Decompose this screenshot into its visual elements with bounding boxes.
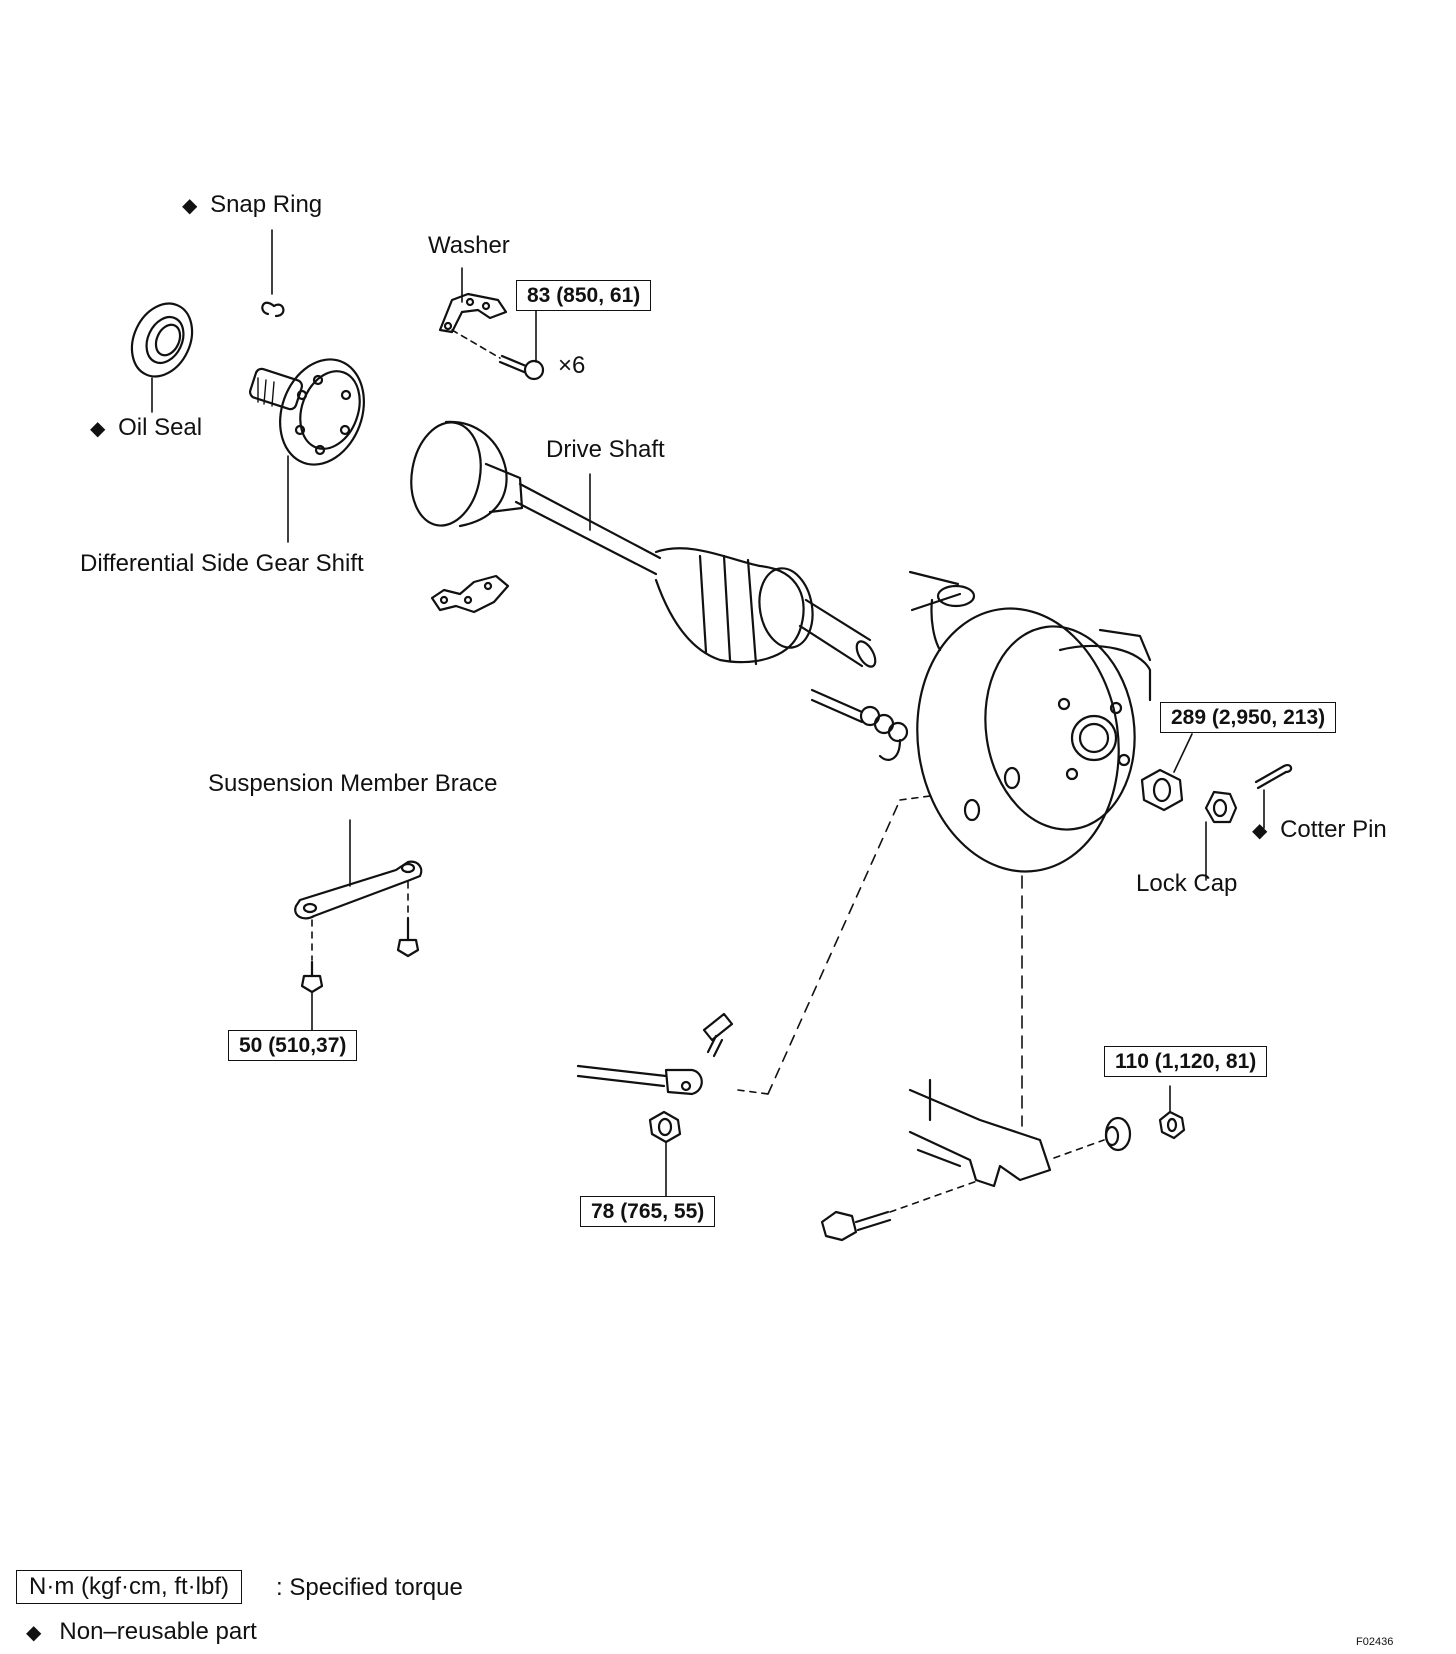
torque-brace-bolt: 50 (510,37) bbox=[228, 1030, 358, 1061]
torque-arm-nut: 110 (1,120, 81) bbox=[1104, 1046, 1268, 1077]
torque-stabilizer-nut: 78 (765, 55) bbox=[580, 1196, 716, 1227]
lock-cap-label: Lock Cap bbox=[1136, 870, 1238, 897]
differential-side-gear-shaft-part bbox=[248, 358, 365, 543]
washer-upper-part bbox=[438, 267, 508, 359]
non-reusable-text: Non–reusable part bbox=[59, 1618, 257, 1645]
torque-hub-nut: 289 (2,950, 213) bbox=[1160, 702, 1337, 733]
stabilizer-nut-part bbox=[648, 1110, 682, 1197]
torque-legend-box: N·m (kgf·cm, ft·lbf) bbox=[16, 1570, 242, 1604]
cotter-pin-text: Cotter Pin bbox=[1280, 816, 1387, 843]
washer-lower-part bbox=[430, 574, 510, 614]
suspension-member-brace-part bbox=[294, 819, 423, 1031]
differential-side-gear-shift-label: Differential Side Gear Shift bbox=[80, 550, 364, 577]
lower-arm-bolt-part bbox=[820, 1210, 892, 1242]
torque-legend-text: : Specified torque bbox=[276, 1574, 463, 1601]
drive-shaft-label: Drive Shaft bbox=[546, 436, 665, 463]
snap-ring-text: Snap Ring bbox=[210, 191, 323, 218]
arm-nut-part bbox=[1158, 1085, 1186, 1140]
arm-washer-part bbox=[1104, 1116, 1132, 1152]
non-reusable-diamond-icon: ◆ bbox=[26, 1622, 42, 1644]
snap-ring-label: Snap Ring bbox=[182, 193, 322, 217]
oil-seal-text: Oil Seal bbox=[118, 414, 203, 441]
torque-washer-bolt: 83 (850, 61) bbox=[516, 280, 652, 311]
snap-ring-part bbox=[261, 229, 285, 318]
non-reusable-legend: ◆ Non–reusable part bbox=[26, 1620, 257, 1644]
oil-seal-part bbox=[130, 302, 194, 413]
tie-rod-part bbox=[810, 688, 909, 761]
cotter-pin-label: Cotter Pin bbox=[1252, 818, 1387, 842]
hub-nut-part bbox=[1140, 733, 1193, 812]
oil-seal-label: Oil Seal bbox=[90, 416, 202, 440]
washer-bolt-part bbox=[498, 303, 545, 381]
quantity-x6-label: ×6 bbox=[558, 352, 586, 379]
lower-arm-part bbox=[889, 875, 1105, 1213]
washer-label: Washer bbox=[428, 232, 510, 259]
lock-cap-part bbox=[1204, 790, 1238, 881]
drive-shaft-part bbox=[410, 420, 877, 668]
suspension-member-brace-label: Suspension Member Brace bbox=[208, 770, 498, 797]
stabilizer-link-part bbox=[576, 795, 931, 1096]
steering-knuckle-hub-part bbox=[908, 570, 1152, 873]
figure-code: F02436 bbox=[1356, 1636, 1394, 1648]
